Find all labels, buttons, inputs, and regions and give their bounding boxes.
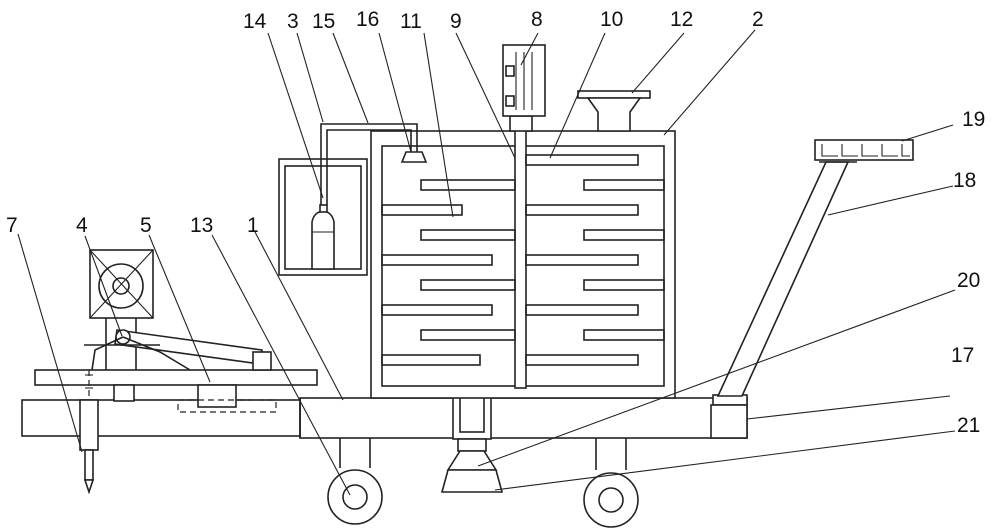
label-10: 10: [600, 8, 623, 31]
label-20: 20: [957, 269, 980, 292]
lever-arm: [84, 329, 272, 371]
liquid-box: [278, 158, 368, 276]
label-4: 4: [76, 214, 88, 237]
push-handle: [712, 161, 857, 406]
label-17: 17: [951, 344, 974, 367]
label-5: 5: [140, 214, 152, 237]
label-7: 7: [6, 214, 18, 237]
spray-pipe: [320, 123, 428, 205]
wheel-left: [327, 438, 383, 525]
stirring-shaft: [514, 128, 527, 389]
platform-support: [113, 384, 277, 413]
winch-frame: [89, 249, 154, 370]
label-3: 3: [287, 10, 299, 33]
wheel-right: [583, 438, 639, 528]
stirring-paddles: [420, 154, 639, 366]
outlet-nozzle: [440, 450, 504, 493]
label-15: 15: [312, 10, 335, 33]
label-2: 2: [752, 8, 764, 31]
label-19: 19: [962, 108, 985, 131]
platform-plate: [34, 369, 318, 386]
wall-baffles: [381, 179, 665, 366]
label-11: 11: [400, 10, 422, 33]
label-21: 21: [957, 414, 980, 437]
probe-rod: [79, 370, 99, 495]
control-panel: [814, 139, 914, 161]
label-16: 16: [356, 8, 379, 31]
leader-lines: [17, 29, 956, 496]
label-18: 18: [953, 169, 976, 192]
motor: [502, 44, 546, 132]
feed-hopper: [577, 90, 651, 132]
label-13: 13: [190, 214, 213, 237]
label-14: 14: [243, 10, 267, 33]
label-12: 12: [670, 8, 693, 31]
label-9: 9: [450, 10, 462, 33]
tail-block: [710, 404, 748, 439]
label-8: 8: [531, 8, 543, 31]
chassis-frame: [21, 397, 748, 439]
label-1: 1: [247, 214, 259, 237]
callout-labels: 1 2 3 4 5 7 8 9 10 11 12 13 14 15 16 17 …: [6, 8, 985, 437]
